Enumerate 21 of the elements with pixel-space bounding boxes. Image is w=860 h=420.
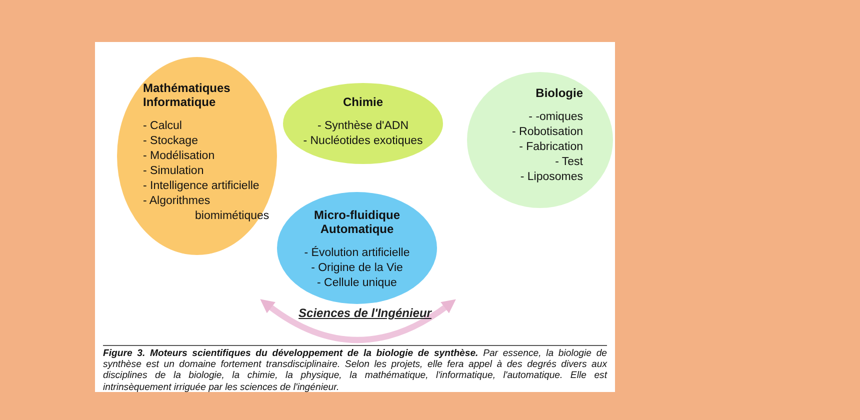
list-item: - Simulation xyxy=(143,164,204,179)
list-item: - Stockage xyxy=(143,134,198,149)
list-item: - Liposomes xyxy=(520,170,583,185)
list-item: - Fabrication xyxy=(519,140,583,155)
list-item: - Calcul xyxy=(143,119,182,134)
list-item: - -omiques xyxy=(528,110,583,125)
list-item: - Intelligence artificielle xyxy=(143,179,260,194)
node-heading: Micro-fluidique Automatique xyxy=(313,208,401,236)
figure-caption: Figure 3. Moteurs scientifiques du développement de la biologie de synthèse. Par essence, la biologie de synthèse est un domaine fortement transdisciplinaire. Selon les projets, elle fera appel à des degrés divers aux disciplines de la biologie, la chimie, la physique, la mathématique, l'informatique, l'automatique. Elle est intrinsèquement irriguée par les sciences de l'ingénieur. xyxy=(103,348,607,393)
list-item: - Robotisation xyxy=(512,125,583,140)
section-label: Sciences de l'Ingénieur xyxy=(298,306,433,320)
node-heading: Chimie xyxy=(342,95,383,109)
list-item: - Synthèse d'ADN xyxy=(317,119,409,134)
node-heading: Biologie xyxy=(536,86,583,100)
list-item: - Évolution artificielle xyxy=(304,246,410,261)
list-item: - Nucléotides exotiques xyxy=(303,134,423,149)
list-item: - Modélisation xyxy=(143,149,215,164)
list-item: - Cellule unique xyxy=(317,276,397,291)
node-heading: Mathématiques Informatique xyxy=(143,81,232,109)
list-item: - Test xyxy=(555,155,583,170)
list-item: - Origine de la Vie xyxy=(311,261,403,276)
